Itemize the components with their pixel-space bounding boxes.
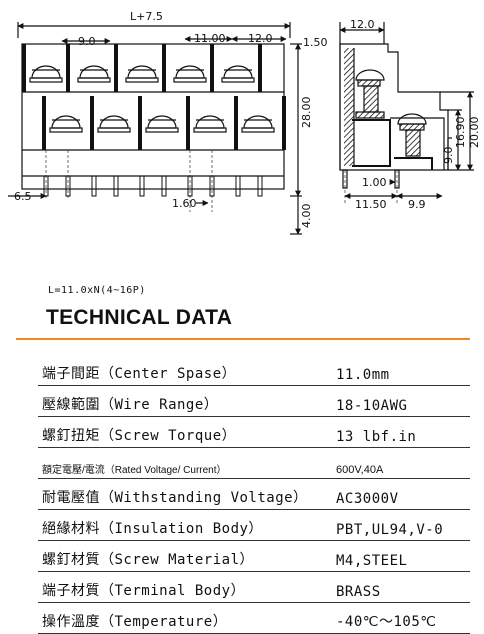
spec-label: 端子材質（Terminal Body） [38,571,328,603]
length-formula: L=11.0xN(4~16P) [48,285,146,296]
spec-row: 耐電壓值（Withstanding Voltage） AC3000V [38,478,470,510]
dim-offset-150: 1.50 [303,36,328,49]
spec-value: AC3000V [328,478,470,510]
spec-row: 壓線範圍（Wire Range） 18-10AWG [38,385,470,417]
spec-label: 端子間距（Center Spase） [38,355,328,386]
dim-side-1150: 11.50 [355,198,387,211]
dim-side-99: 9.9 [408,198,426,211]
dim-height-28: 28.00 [300,97,313,129]
spec-label: 耐電壓值（Withstanding Voltage） [38,478,328,510]
dim-pin-160: 1.60 [172,197,197,210]
spec-row: 操作溫度（Temperature） -40℃～105℃ [38,602,470,634]
spec-value: M4,STEEL [328,540,470,572]
technical-drawing: L+7.5 9.0 11.00 12.0 1.50 28.00 6.5 1.60… [8,10,481,235]
dim-pitch-12: 12.0 [248,32,273,45]
spec-row: 螺釘材質（Screw Material） M4,STEEL [38,540,470,572]
spec-row: 端子材質（Terminal Body） BRASS [38,571,470,603]
spec-value: 11.0mm [328,355,470,386]
spec-label: 額定電壓/電流（Rated Voltage/ Current） [38,447,328,479]
dim-side-1690: 16.90 [454,117,467,149]
spec-row: 額定電壓/電流（Rated Voltage/ Current） 600V,40A [38,447,470,479]
spec-row: 端子間距（Center Spase） 11.0mm [38,355,470,386]
spec-label: 壓線範圍（Wire Range） [38,385,328,417]
dim-side-90: 9.0 [442,147,455,165]
dim-pitch-top: 9.0 [78,35,96,48]
dim-pin-400: 4.00 [300,204,313,229]
dim-total-length: L+7.5 [130,10,163,23]
spec-value: -40℃～105℃ [328,602,470,634]
spec-value: 13 lbf.in [328,416,470,448]
dim-pitch-11: 11.00 [194,32,226,45]
dim-side-width-12: 12.0 [350,18,375,31]
dim-side-2000: 20.00 [468,117,481,149]
spec-row: 螺釘扭矩（Screw Torque） 13 lbf.in [38,416,470,448]
spec-label: 操作溫度（Temperature） [38,602,328,634]
spec-value: 600V,40A [328,447,470,479]
spec-label: 螺釘扭矩（Screw Torque） [38,416,328,448]
spec-value: 18-10AWG [328,385,470,417]
dim-left-65: 6.5 [14,190,32,203]
spec-label: 螺釘材質（Screw Material） [38,540,328,572]
spec-label: 絕緣材料（Insulation Body） [38,509,328,541]
spec-table: 端子間距（Center Spase） 11.0mm 壓線範圍（Wire Rang… [38,355,470,634]
front-view [8,22,302,235]
dim-side-100: 1.00 [362,176,387,189]
side-view [339,22,474,204]
spec-row: 絕緣材料（Insulation Body） PBT,UL94,V-0 [38,509,470,541]
section-heading: TECHNICAL DATA [46,306,233,329]
spec-value: PBT,UL94,V-0 [328,509,470,541]
accent-divider [16,338,470,340]
spec-value: BRASS [328,571,470,603]
